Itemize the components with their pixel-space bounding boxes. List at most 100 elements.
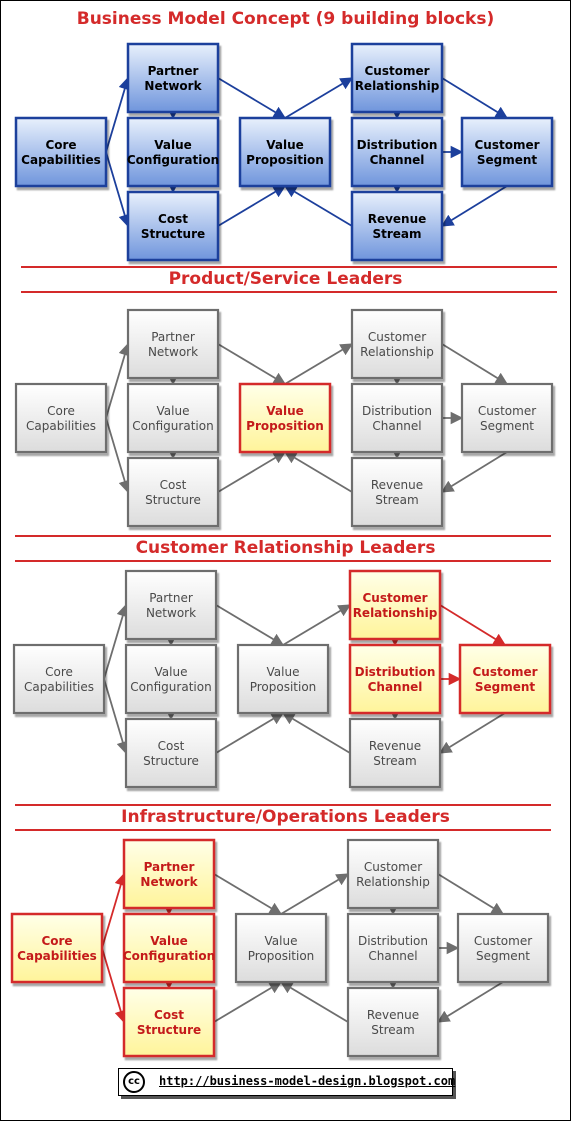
- node-label: Value: [265, 934, 298, 948]
- arrow-core-to-cost: [105, 417, 131, 494]
- node-label: Segment: [475, 680, 536, 694]
- node-label: Value: [267, 665, 300, 679]
- arrow-segment-to-revenue: [440, 185, 508, 227]
- node-label: Configuration: [130, 680, 211, 694]
- footer-url-link[interactable]: http://business-model-design.blogspot.co…: [159, 1074, 456, 1088]
- node-label: Proposition: [248, 949, 315, 963]
- node-label: Capabilities: [26, 419, 96, 433]
- arrow-core-to-cost: [103, 678, 129, 755]
- node-label: Segment: [480, 419, 534, 433]
- node-label: Core: [47, 404, 75, 418]
- node-label: Customer: [368, 330, 426, 344]
- node-label: Proposition: [250, 680, 317, 694]
- node-label: Network: [140, 875, 198, 889]
- arrow-cost-to-valueprop: [215, 712, 285, 754]
- title-business-model-concept: Business Model Concept (9 building block…: [76, 9, 495, 29]
- node-label: Proposition: [246, 153, 324, 167]
- arrow-core-to-cost: [105, 151, 131, 228]
- node-label: Value: [155, 665, 188, 679]
- node-label: Configuration: [132, 419, 213, 433]
- arrow-custrel-to-segment: [441, 343, 509, 385]
- node-label: Channel: [372, 419, 421, 433]
- node-label: Structure: [141, 227, 205, 241]
- arrow-partner-to-valueprop: [217, 343, 287, 385]
- node-label: Channel: [370, 153, 425, 167]
- arrow-core-to-partner: [101, 872, 127, 949]
- arrow-cost-to-valueprop: [213, 981, 283, 1023]
- node-label: Distribution: [357, 138, 438, 152]
- node-label: Value: [266, 138, 304, 152]
- node-label: Cost: [160, 478, 187, 492]
- divider-top-customer: [15, 535, 551, 537]
- node-label: Network: [146, 606, 196, 620]
- node-label: Core: [45, 665, 73, 679]
- node-label: Value: [157, 404, 190, 418]
- node-label: Distribution: [358, 934, 428, 948]
- node-label: Distribution: [362, 404, 432, 418]
- node-label: Stream: [371, 1023, 414, 1037]
- node-label: Capabilities: [24, 680, 94, 694]
- arrow-core-to-partner: [105, 76, 131, 153]
- node-label: Configuration: [123, 949, 215, 963]
- arrow-cost-to-valueprop: [217, 451, 287, 493]
- divider-bottom-customer: [15, 560, 551, 562]
- title-customer-relationship-leaders: Customer Relationship Leaders: [135, 538, 436, 558]
- diagram-product: CoreCapabilitiesPartnerNetworkValueConfi…: [14, 308, 554, 528]
- node-label: Stream: [375, 493, 418, 507]
- node-label: Distribution: [355, 665, 436, 679]
- arrow-custrel-to-segment: [439, 604, 507, 646]
- arrow-cost-to-valueprop: [217, 185, 287, 227]
- node-label: Partner: [151, 330, 195, 344]
- node-label: Capabilities: [17, 949, 97, 963]
- arrow-valueprop-to-custrel: [284, 343, 354, 385]
- arrow-revenue-to-valueprop: [283, 451, 353, 493]
- node-label: Channel: [368, 680, 423, 694]
- arrow-valueprop-to-custrel: [280, 873, 350, 915]
- node-label: Proposition: [246, 419, 324, 433]
- cc-icon: cc: [123, 1071, 145, 1093]
- arrow-custrel-to-segment: [437, 873, 505, 915]
- node-label: Partner: [148, 64, 199, 78]
- arrow-valueprop-to-custrel: [282, 604, 352, 646]
- node-label: Revenue: [369, 739, 421, 753]
- node-label: Stream: [373, 754, 416, 768]
- diagram-infra: CoreCapabilitiesPartnerNetworkValueConfi…: [10, 838, 550, 1058]
- node-label: Segment: [477, 153, 538, 167]
- divider-top-product: [21, 266, 557, 268]
- arrow-core-to-cost: [101, 947, 127, 1024]
- arrow-revenue-to-valueprop: [281, 712, 351, 754]
- node-label: Partner: [149, 591, 193, 605]
- node-label: Structure: [143, 754, 199, 768]
- node-label: Channel: [368, 949, 417, 963]
- node-label: Stream: [372, 227, 421, 241]
- node-label: Relationship: [355, 79, 440, 93]
- node-label: Structure: [137, 1023, 201, 1037]
- footer-link-box: cc http://business-model-design.blogspot…: [118, 1068, 456, 1096]
